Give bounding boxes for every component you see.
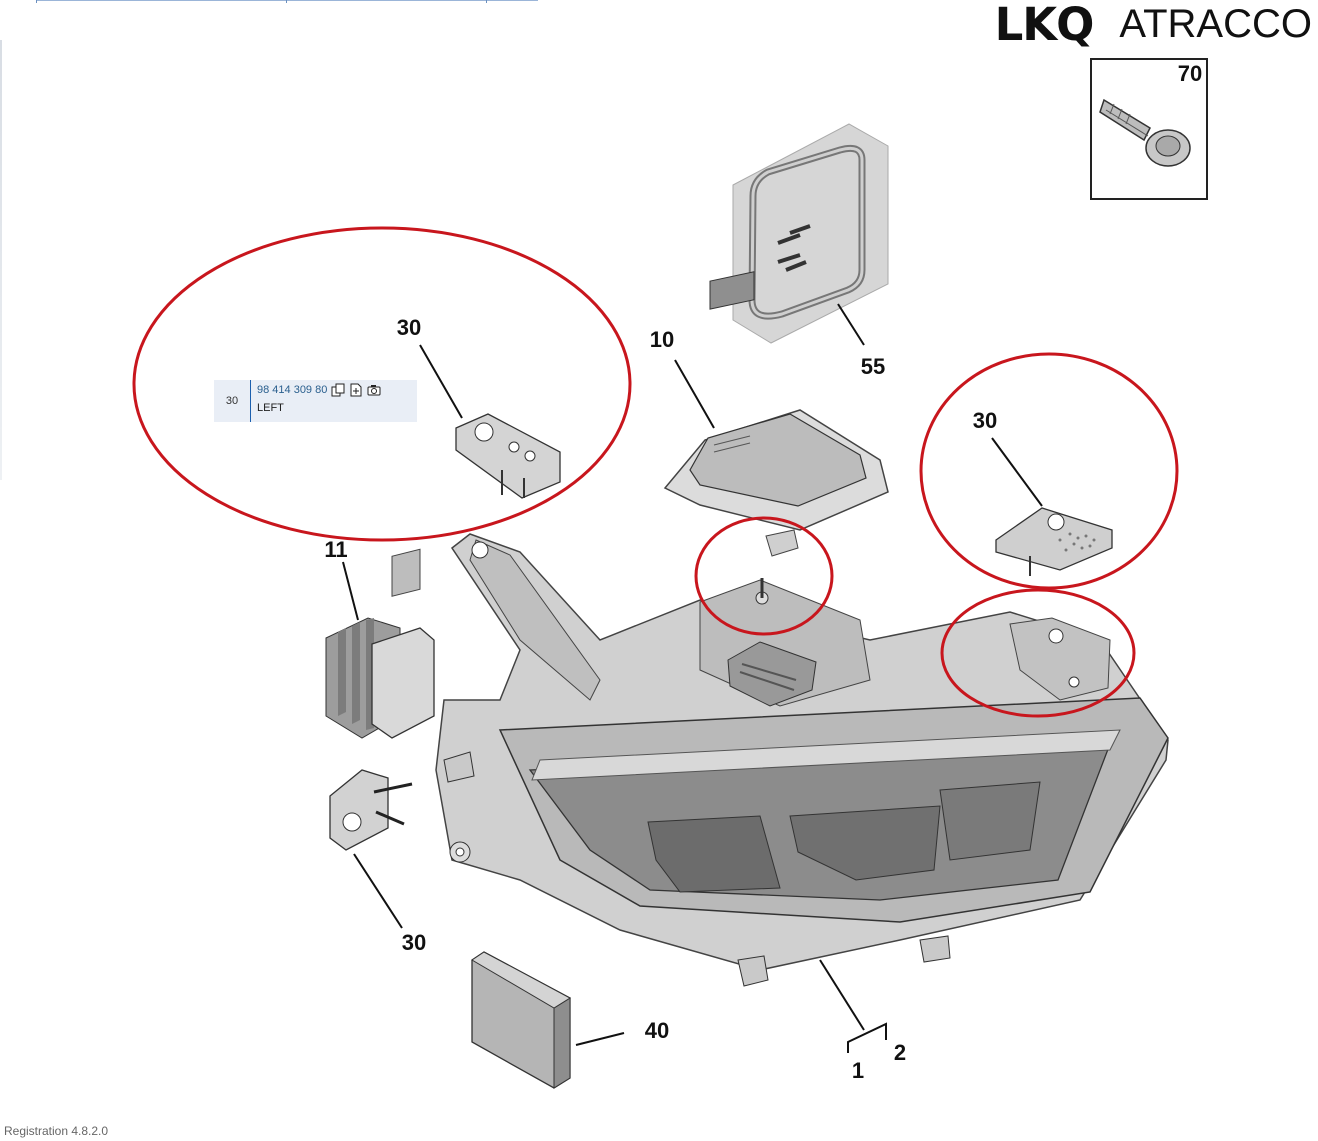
leader-30-right [991,437,1043,507]
version-label: Registration 4.8.2.0 [4,1124,109,1138]
highlight-ellipse-center [694,516,834,636]
lkq-logo: LKQ [994,0,1095,51]
leader-1-2 [819,959,865,1031]
part-11-led-module[interactable] [325,548,435,739]
brand-logo: LKQ ATRACCO [994,0,1312,51]
window-edge [0,40,2,480]
highlight-ellipse-lower-right [940,588,1136,718]
leader-55 [837,303,865,346]
popup-body: 98 414 309 80 LEFT [251,380,381,422]
popup-partno-row: 98 414 309 80 [257,383,381,397]
callout-2: 2 [894,1040,906,1065]
part-30-bracket-right[interactable] [995,507,1113,576]
popup-ref-number: 30 [214,380,251,422]
part-40-pad[interactable] [471,951,571,1089]
leader-bracket-1-2 [847,1022,887,1053]
atracco-logo: ATRACCO [1119,1,1312,46]
add-document-icon[interactable] [349,383,363,397]
callout-10: 10 [650,327,674,352]
callout-55: 55 [861,354,885,379]
callout-70: 70 [1178,61,1202,86]
callout-11: 11 [324,537,347,562]
part-info-popup[interactable]: 30 98 414 309 80 LEFT [214,380,417,422]
headlamp-assembly[interactable] [435,533,1169,987]
callout-40: 40 [645,1018,669,1043]
part-30-bracket-left[interactable] [455,413,561,499]
leader-10 [674,359,715,429]
camera-icon[interactable] [367,383,381,397]
highlight-ellipse-left [132,226,632,542]
leader-30-left [419,344,463,419]
highlight-ellipse-upper-right [919,352,1179,590]
part-70-screw[interactable] [1090,58,1208,200]
highlight-markings [132,226,1179,718]
part-number-link[interactable]: 98 414 309 80 [257,384,328,396]
leader-40 [575,1032,625,1046]
part-10-ballast-module[interactable] [663,271,889,557]
callout-1: 1 [852,1058,864,1083]
copy-icon[interactable] [331,383,345,397]
leader-30-bottom [353,853,403,929]
part-side-label: LEFT [257,402,284,414]
top-tab-strip[interactable] [36,0,538,3]
leader-11 [342,561,359,621]
callout-30-left: 30 [397,315,421,340]
part-30-bracket-lower[interactable] [329,769,413,851]
callout-30-right: 30 [973,408,997,433]
callout-30-bottom: 30 [402,930,426,955]
part-55-seal[interactable] [732,123,889,344]
